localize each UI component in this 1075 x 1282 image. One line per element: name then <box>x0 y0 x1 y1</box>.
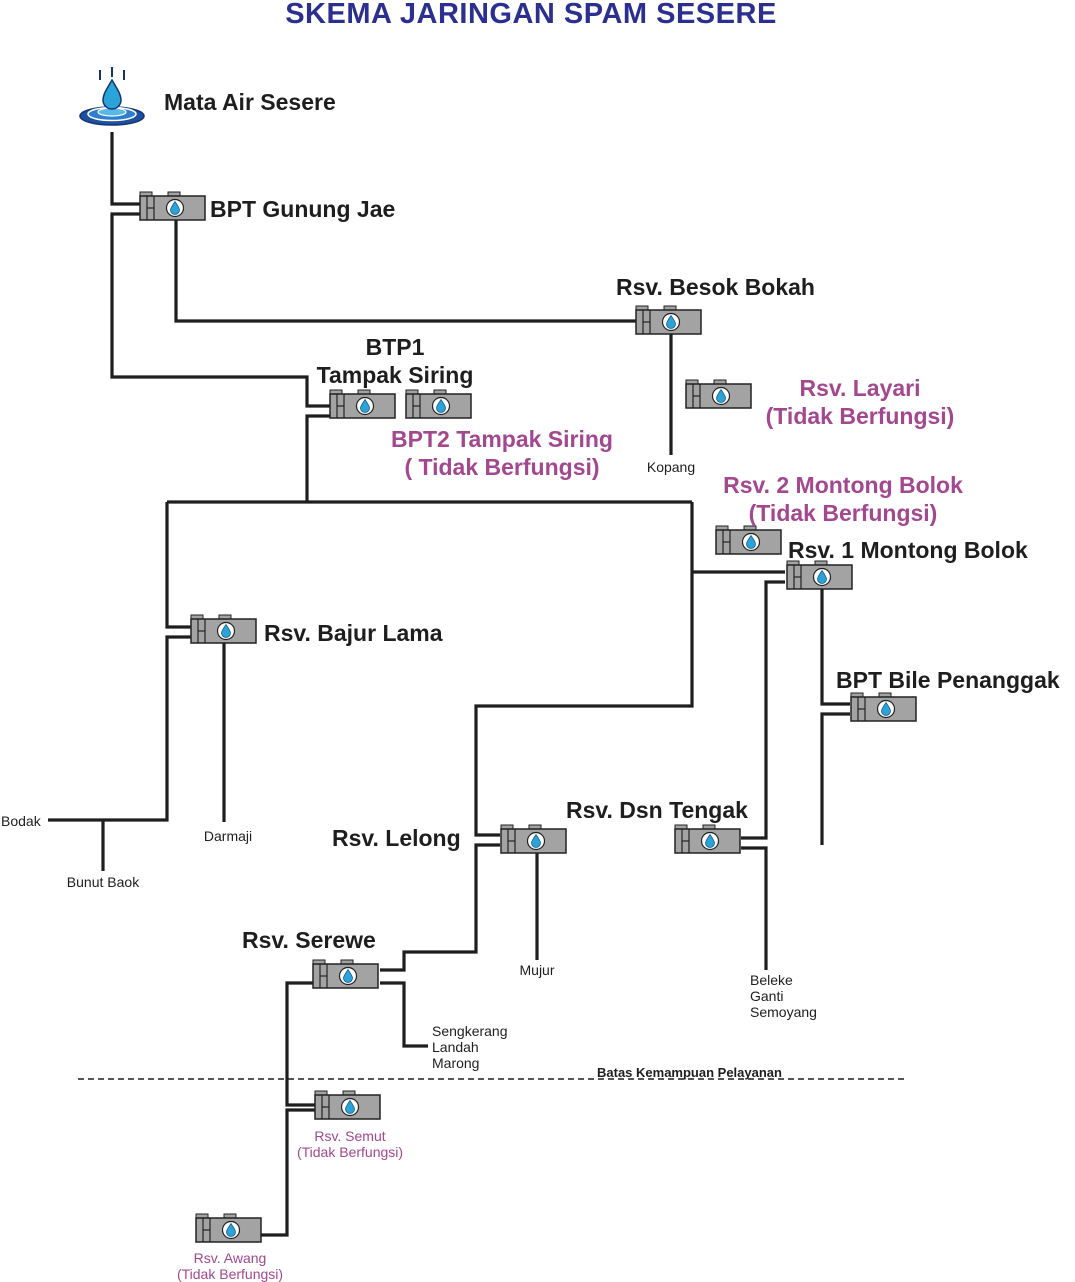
label-layari-line1: Rsv. Layari <box>799 375 921 401</box>
tank-bpt-gunung-jae <box>139 191 206 221</box>
tank-rsv-besok-bokah <box>635 305 702 335</box>
tank-rsv-awang <box>195 1213 262 1243</box>
village-kopang: Kopang <box>646 459 696 475</box>
label-rsv-layari: Rsv. Layari (Tidak Berfungsi) <box>766 374 955 430</box>
service-boundary-label: Batas Kemampuan Pelayanan <box>597 1065 782 1080</box>
label-rsv-besok-bokah: Rsv. Besok Bokah <box>616 274 815 300</box>
village-beleke: Beleke <box>750 972 793 988</box>
label-rsv-1-montong-bolok: Rsv. 1 Montong Bolok <box>788 537 1028 563</box>
diagram-title: SKEMA JARINGAN SPAM SESERE <box>285 0 777 30</box>
label-bpt-gunung-jae: BPT Gunung Jae <box>210 196 396 222</box>
label-rsv-awang: Rsv. Awang (Tidak Berfungsi) <box>177 1250 283 1282</box>
village-bodak: Bodak <box>1 813 41 829</box>
village-mujur: Mujur <box>519 962 555 978</box>
label-rsv-2-montong-bolok: Rsv. 2 Montong Bolok (Tidak Berfungsi) <box>723 471 963 527</box>
tank-btp1-tampak-siring <box>329 389 396 419</box>
tank-rsv-bajur-lama <box>190 614 257 644</box>
label-btp1-line1: BTP1 <box>365 334 425 360</box>
tank-rsv-2-montong-bolok <box>715 525 782 555</box>
label-awang-line2: (Tidak Berfungsi) <box>176 1266 284 1282</box>
tank-bpt-bile-penanggak <box>850 692 917 722</box>
tank-rsv-serewe <box>312 959 379 989</box>
label-semut-line1: Rsv. Semut <box>314 1128 386 1144</box>
tank-rsv-1-montong-bolok <box>786 560 853 590</box>
label-awang-line1: Rsv. Awang <box>193 1250 267 1266</box>
label-bpt-bile-penanggak: BPT Bile Penanggak <box>836 667 1060 693</box>
label-rsv-lelong: Rsv. Lelong <box>332 825 461 851</box>
label-montong2-line1: Rsv. 2 Montong Bolok <box>723 472 963 498</box>
label-rsv-bajur-lama: Rsv. Bajur Lama <box>264 620 443 646</box>
label-bpt2-line2: ( Tidak Berfungsi) <box>404 454 600 480</box>
village-marong: Marong <box>432 1055 480 1071</box>
label-montong2-line2: (Tidak Berfungsi) <box>748 500 938 526</box>
village-darmaji: Darmaji <box>203 828 253 844</box>
water-spring-icon <box>79 67 145 126</box>
village-landah: Landah <box>432 1039 479 1055</box>
label-bpt2-line1: BPT2 Tampak Siring <box>391 426 613 452</box>
tank-rsv-dsn-tengak <box>674 824 741 854</box>
label-bpt2-tampak-siring: BPT2 Tampak Siring ( Tidak Berfungsi) <box>391 425 613 481</box>
village-semoyang: Semoyang <box>750 1004 817 1020</box>
tank-bpt2-tampak-siring <box>405 389 472 419</box>
label-btp1-line2: Tampak Siring <box>316 362 474 388</box>
label-semut-line2: (Tidak Berfungsi) <box>296 1144 404 1160</box>
tank-rsv-layari <box>685 379 752 409</box>
label-btp1: BTP1 Tampak Siring <box>317 333 474 389</box>
village-bunut-baok: Bunut Baok <box>66 874 140 890</box>
label-rsv-dsn-tengak: Rsv. Dsn Tengak <box>566 797 748 823</box>
village-ganti: Ganti <box>750 988 784 1004</box>
tank-rsv-semut <box>314 1090 381 1120</box>
tank-rsv-lelong <box>500 824 567 854</box>
label-rsv-serewe: Rsv. Serewe <box>242 927 376 953</box>
village-sengkerang: Sengkerang <box>432 1023 508 1039</box>
label-layari-line2: (Tidak Berfungsi) <box>765 403 955 429</box>
label-rsv-semut: Rsv. Semut (Tidak Berfungsi) <box>297 1128 403 1160</box>
label-mata-air-sesere: Mata Air Sesere <box>164 89 336 115</box>
village-group-serewe: Sengkerang Landah Marong <box>432 1023 508 1071</box>
village-group-dsn-tengak: Beleke Ganti Semoyang <box>750 972 817 1020</box>
